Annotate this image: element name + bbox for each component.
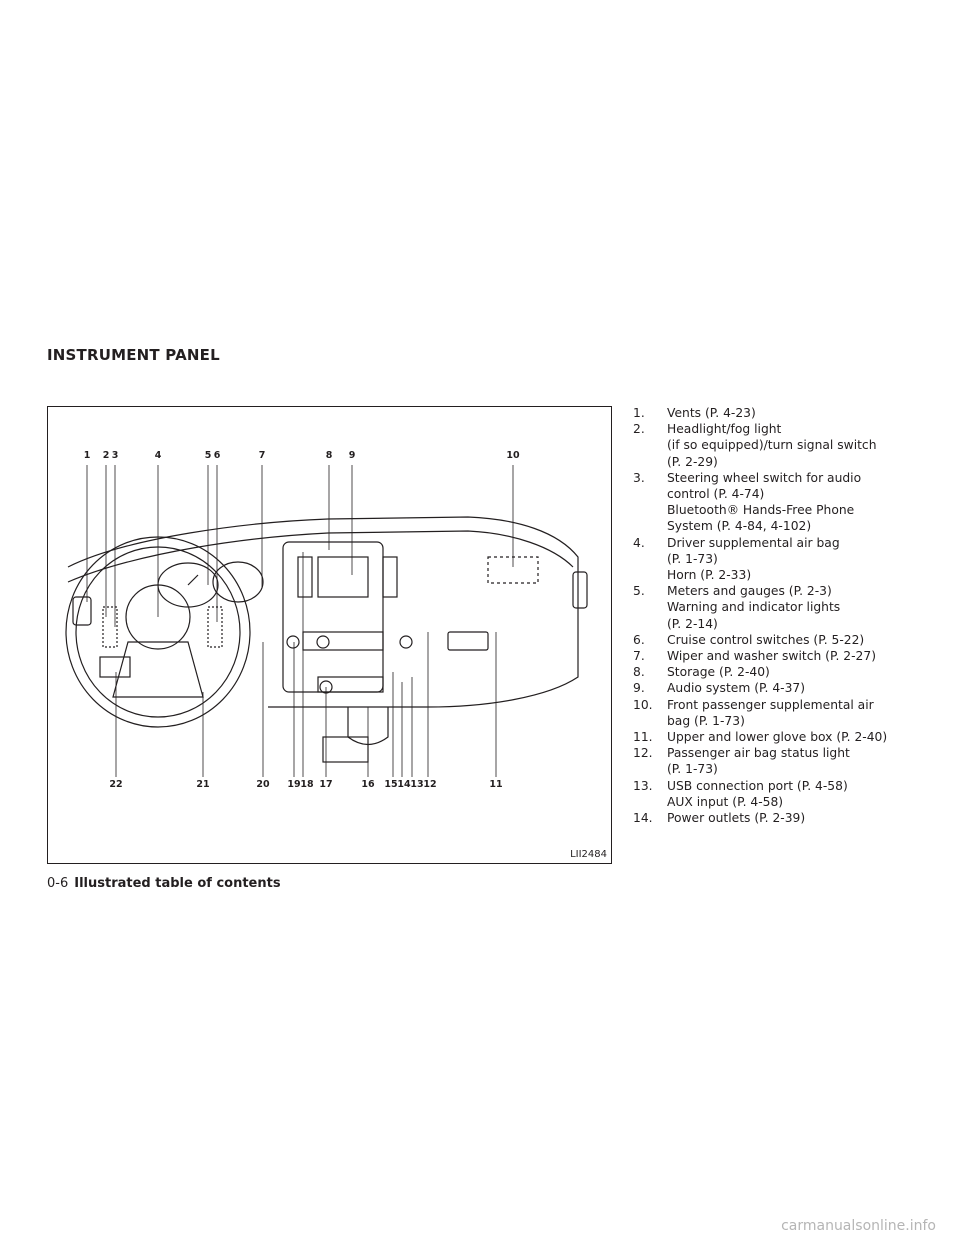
callout-21: 21 [196, 779, 210, 790]
list-item-text: Passenger air bag status light(P. 1-73) [667, 745, 933, 777]
callout-10: 10 [506, 450, 520, 461]
list-item-number: 7. [633, 649, 645, 664]
instrument-panel-figure: 1 2 3 4 5 6 7 8 9 10 22 21 20 19 18 17 1… [47, 406, 612, 864]
callout-4: 4 [154, 450, 162, 461]
list-item-number: 13. [633, 778, 653, 793]
list-item: 5. Meters and gauges (P. 2-3)Warning and … [633, 583, 933, 632]
list-item-line: (P. 1-73) [667, 762, 718, 777]
callout-6: 6 [213, 450, 221, 461]
list-item: 14. Power outlets (P. 2-39) [633, 810, 933, 826]
list-item-line: Front passenger supplemental air [667, 697, 874, 712]
watermark: carmanualsonline.info [781, 1218, 936, 1234]
list-item: 8. Storage (P. 2-40) [633, 664, 933, 680]
list-item-number: 3. [633, 470, 645, 485]
list-item: 11. Upper and lower glove box (P. 2-40) [633, 729, 933, 745]
list-item-line: Steering wheel switch for audio [667, 470, 862, 485]
list-item-line: AUX input (P. 4-58) [667, 794, 784, 809]
list-item-line: USB connection port (P. 4-58) [667, 778, 848, 793]
callout-22: 22 [109, 779, 123, 790]
list-item-number: 11. [633, 730, 653, 745]
list-item-number: 10. [633, 697, 653, 712]
list-item-text: Cruise control switches (P. 5-22) [667, 632, 933, 648]
list-item-text: USB connection port (P. 4-58)AUX input (… [667, 778, 933, 810]
list-item-line: (P. 1-73) [667, 551, 718, 566]
callout-18: 18 [300, 779, 314, 790]
list-item-number: 9. [633, 681, 645, 696]
list-item-text: Audio system (P. 4-37) [667, 680, 933, 696]
callout-7: 7 [258, 450, 266, 461]
list-item-number: 8. [633, 665, 645, 680]
list-item-line: System (P. 4-84, 4-102) [667, 519, 812, 534]
list-item-number: 12. [633, 746, 653, 761]
list-item-text: Headlight/fog light(if so equipped)/turn… [667, 421, 933, 470]
instrument-panel-drawing [65, 465, 588, 777]
list-item-line: Warning and indicator lights [667, 600, 841, 615]
list-item: 1. Vents (P. 4-23) [633, 405, 933, 421]
list-item-text: Driver supplemental air bag(P. 1-73) Horn… [667, 535, 933, 584]
callout-11: 11 [489, 779, 503, 790]
list-item: 2. Headlight/fog light(if so equipped)/tu… [633, 421, 933, 470]
list-item-line: (if so equipped)/turn signal switch [667, 438, 877, 453]
list-item-number: 2. [633, 422, 645, 437]
list-item-line: Headlight/fog light [667, 422, 782, 437]
component-list: 1. Vents (P. 4-23) 2. Headlight/fog light(i… [633, 405, 933, 826]
list-item-text: Vents (P. 4-23) [667, 405, 933, 421]
callout-5: 5 [204, 450, 212, 461]
page-footer: 0-6 Illustrated table of contents [47, 876, 281, 891]
list-item: 6. Cruise control switches (P. 5-22) [633, 632, 933, 648]
list-item-line: Vents (P. 4-23) [667, 406, 756, 420]
callout-8: 8 [325, 450, 333, 461]
list-item-line: (P. 2-29) [667, 454, 718, 469]
callout-19: 19 [287, 779, 301, 790]
callout-13: 13 [410, 779, 424, 790]
list-item-line: Storage (P. 2-40) [667, 665, 770, 680]
list-item-number: 5. [633, 584, 645, 599]
callout-17: 17 [319, 779, 333, 790]
list-item-line: Bluetooth® Hands-Free Phone [667, 503, 855, 518]
list-item-text: Power outlets (P. 2-39) [667, 810, 933, 826]
list-item-line: Driver supplemental air bag [667, 535, 840, 550]
list-item: 7. Wiper and washer switch (P. 2-27) [633, 648, 933, 664]
callout-9: 9 [348, 450, 356, 461]
list-item: 12. Passenger air bag status light(P. 1-7… [633, 745, 933, 777]
list-item-line: Cruise control switches (P. 5-22) [667, 632, 865, 647]
list-item-line: Meters and gauges (P. 2-3) [667, 584, 832, 599]
callout-14: 14 [397, 779, 411, 790]
callout-20: 20 [256, 779, 270, 790]
list-item-line: Passenger air bag status light [667, 746, 850, 761]
list-item: 3. Steering wheel switch for audio control… [633, 470, 933, 535]
page-number: 0-6 [47, 876, 69, 891]
callout-3: 3 [111, 450, 119, 461]
list-item-text: Upper and lower glove box (P. 2-40) [667, 729, 933, 745]
section-title: INSTRUMENT PANEL [47, 346, 220, 364]
list-item-line: Horn (P. 2-33) [667, 568, 752, 583]
list-item-line: Power outlets (P. 2-39) [667, 811, 806, 826]
list-item-text: Steering wheel switch for audio control (… [667, 470, 933, 535]
list-item-line: bag (P. 1-73) [667, 713, 745, 728]
list-item-text: Meters and gauges (P. 2-3)Warning and in… [667, 583, 933, 632]
list-item-number: 4. [633, 535, 645, 550]
footer-title: Illustrated table of contents [74, 876, 281, 891]
list-item-text: Wiper and washer switch (P. 2-27) [667, 648, 933, 664]
list-item-line: (P. 2-14) [667, 616, 718, 631]
list-item-line: Audio system (P. 4-37) [667, 681, 806, 696]
list-item-number: 6. [633, 632, 645, 647]
list-item-number: 1. [633, 406, 645, 420]
list-item: 9. Audio system (P. 4-37) [633, 680, 933, 696]
callout-15: 15 [384, 779, 398, 790]
figure-id: LII2484 [570, 849, 607, 860]
list-item-line: Wiper and washer switch (P. 2-27) [667, 649, 876, 664]
callout-2: 2 [102, 450, 110, 461]
list-item-text: Storage (P. 2-40) [667, 664, 933, 680]
list-item-line: Upper and lower glove box (P. 2-40) [667, 730, 888, 745]
list-item-line: control (P. 4-74) [667, 487, 765, 502]
callout-1: 1 [83, 450, 91, 461]
list-item-number: 14. [633, 811, 653, 826]
list-item: 13. USB connection port (P. 4-58)AUX inpu… [633, 778, 933, 810]
list-item: 4. Driver supplemental air bag(P. 1-73) Ho… [633, 535, 933, 584]
callout-12: 12 [423, 779, 437, 790]
callout-16: 16 [361, 779, 375, 790]
